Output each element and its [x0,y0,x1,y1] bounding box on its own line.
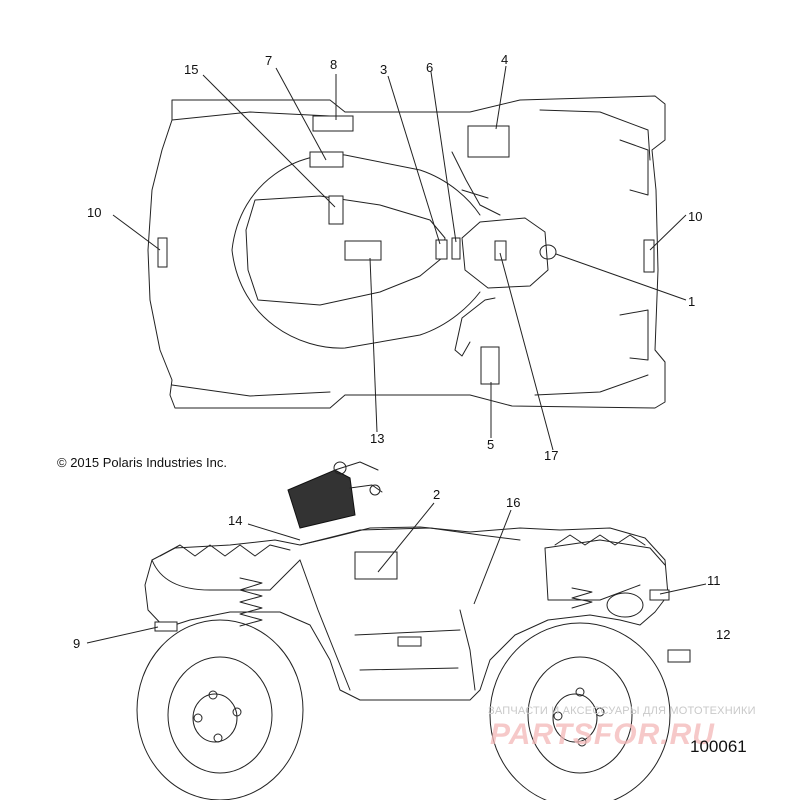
instrument-pod [287,469,356,529]
callout-15: 15 [184,62,198,77]
rear-fender [151,559,301,591]
decal-4 [467,125,510,158]
decal-6 [451,237,461,260]
watermark-text: ЗАПЧАСТИ И АКСЕССУАРЫ ДЛЯ МОТОТЕХНИКИ [488,705,756,717]
hub-cap [539,244,557,260]
callout-6: 6 [426,60,433,75]
decal-13 [344,240,382,261]
callout-14: 14 [228,513,242,528]
side-panel [299,559,476,691]
callout-8: 8 [330,57,337,72]
callout-3: 3 [380,62,387,77]
body-outline-side [144,526,669,701]
decal-11 [649,589,670,601]
fender-lines [171,111,331,397]
body-outline [147,95,666,409]
callout-10-front: 10 [688,209,702,224]
front-shock [571,587,593,609]
decal-7 [309,151,344,168]
decal-15 [328,195,344,225]
top-view-leaders [112,65,687,451]
callout-7: 7 [265,53,272,68]
seat-outline [245,195,446,306]
decal-9 [154,621,178,632]
copyright-text: © 2015 Polaris Industries Inc. [57,455,227,470]
headlight [606,592,644,618]
mirror-left [333,461,347,475]
callout-17: 17 [544,448,558,463]
rear-wheel [136,619,304,801]
decal-5 [480,346,500,385]
callout-10-rear: 10 [87,205,101,220]
callout-12: 12 [716,627,730,642]
callout-9: 9 [73,636,80,651]
side-view-leaders [86,502,707,644]
handlebar-side [334,461,383,493]
callout-4: 4 [501,52,508,67]
rear-rack [159,544,291,557]
rear-shock [239,577,263,627]
front-rack-lines [534,109,651,396]
decal-10-front [643,239,655,273]
steering-hub [461,217,549,289]
decal-8 [312,115,354,132]
callout-2: 2 [433,487,440,502]
decal-17 [494,240,507,261]
callout-11: 11 [707,573,721,588]
grip-right [369,484,381,496]
decal-12 [667,649,691,663]
handlebar-lines [451,151,501,357]
front-wheel [489,622,671,805]
decal-panel [397,636,422,647]
callout-13: 13 [370,431,384,446]
front-rack [554,534,646,546]
decal-10-rear [157,237,168,268]
callout-1: 1 [688,294,695,309]
callout-5: 5 [487,437,494,452]
seat-side [299,527,521,546]
callout-16: 16 [506,495,520,510]
front-fender [544,539,666,601]
drawing-number: 100061 [690,737,747,756]
decal-3 [435,239,448,260]
atv-top-view: 15 7 8 3 6 4 10 10 1 13 5 17 [87,52,702,463]
watermark-logo: PARTSFOR.RU [490,718,715,751]
